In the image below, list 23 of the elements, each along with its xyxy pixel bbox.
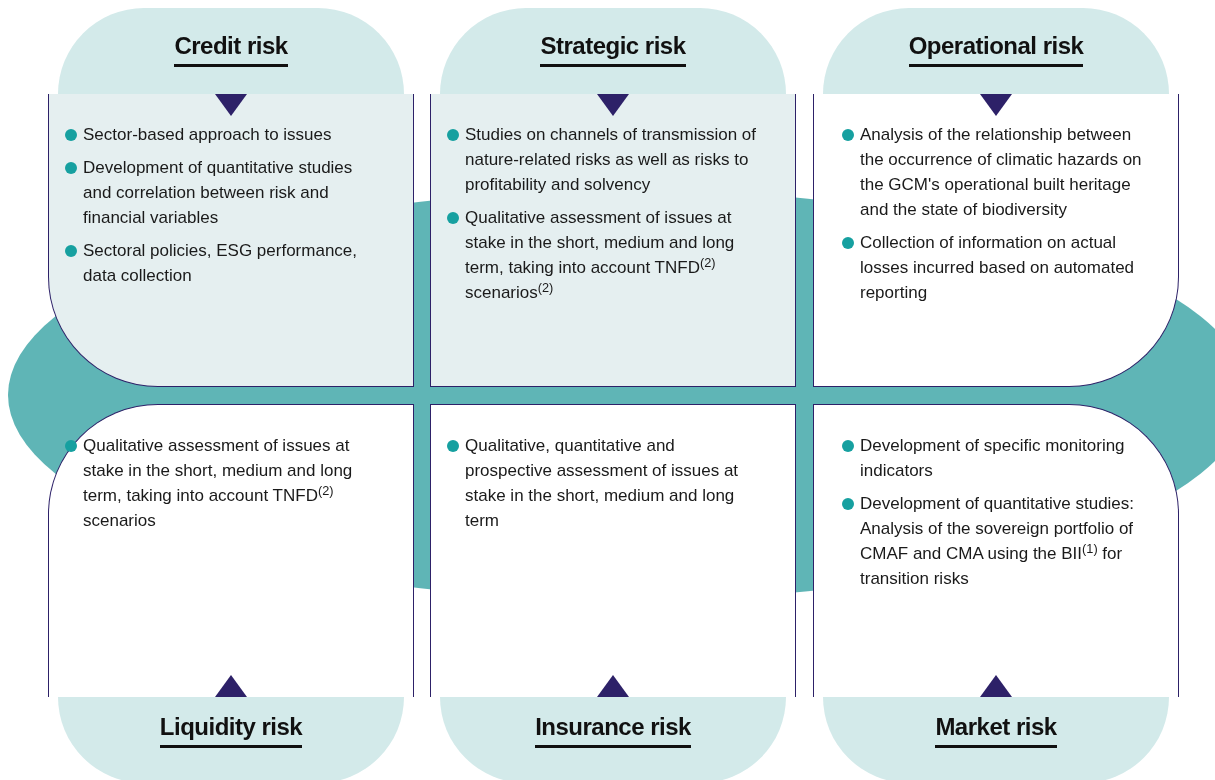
bullet-text: Analysis of the relationship between the occurrence of climatic hazards on the GCM's operational built heritage and the state of biodiversity xyxy=(860,124,1143,221)
bullet-text: Development of quantitative studies and correlation between risk and financial variables xyxy=(83,157,354,229)
bullet-text: Sectoral policies, ESG performance, data collection xyxy=(83,240,358,287)
risk-card xyxy=(813,8,1179,387)
risk-card xyxy=(430,8,796,387)
bullet-text: Collection of information on actual losses incurred based on automated reporting xyxy=(860,232,1136,304)
risk-card xyxy=(48,404,414,780)
card-heading: Credit risk xyxy=(174,30,288,67)
bullet-text: Studies on channels of transmission of nature-related risks as well as risks to profitability and solvency xyxy=(465,124,758,196)
risk-card xyxy=(48,8,414,387)
card-heading: Operational risk xyxy=(908,30,1084,67)
bullet-text: Development of specific monitoring indicators xyxy=(860,435,1126,482)
bullet-text: Sector-based approach to issues xyxy=(83,124,332,146)
bullet-text: Qualitative assessment of issues at stake in the short, medium and long term, taking into account TNFD$^{(2)}$ scenarios$^{(2)}$ xyxy=(465,207,736,304)
bullet-text: Qualitative, quantitative and prospective assessment of issues at stake in the short, medium and long term xyxy=(465,435,740,532)
bullet-text: Qualitative assessment of issues at stake in the short, medium and long term, taking into account TNFD$^{(2)}$ scenarios xyxy=(83,435,354,532)
risk-card xyxy=(430,404,796,780)
card-heading: Strategic risk xyxy=(540,30,686,67)
card-heading: Insurance risk xyxy=(535,711,691,748)
risk-card xyxy=(813,404,1179,780)
card-heading: Market risk xyxy=(935,711,1057,748)
bullet-text: Development of quantitative studies: Analysis of the sovereign portfolio of CMAF and CMA using the BII$^{(1)}$ for transition risks xyxy=(860,493,1136,590)
card-heading: Liquidity risk xyxy=(159,711,303,748)
